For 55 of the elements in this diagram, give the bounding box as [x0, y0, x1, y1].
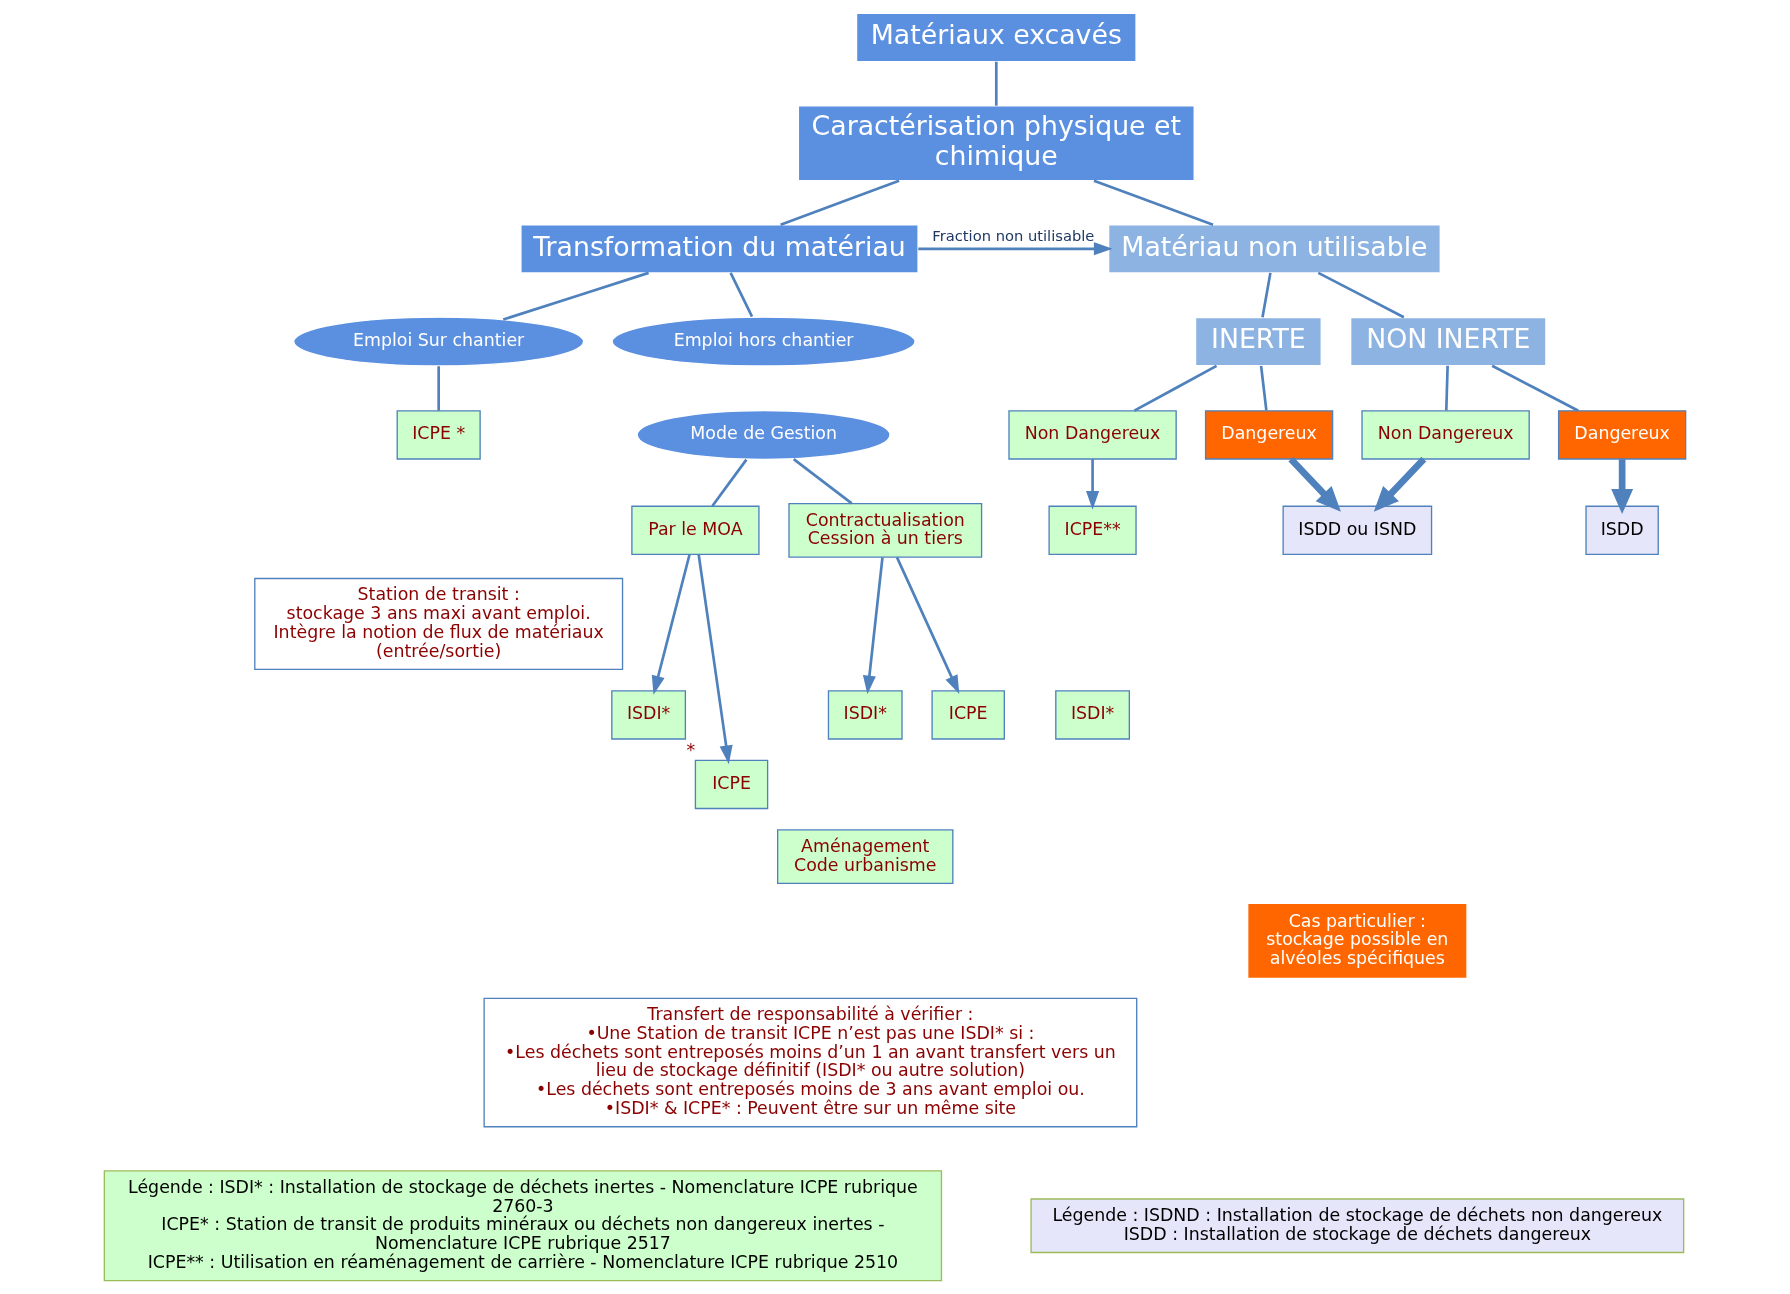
node-box: Contractualisation Cession à un tiers	[788, 502, 983, 558]
arrow	[1086, 459, 1100, 510]
node-box: ICPE**	[1048, 505, 1137, 556]
node-box: Cas particulier : stockage possible en alvéoles spécifiques	[1248, 904, 1467, 978]
node-label: *	[686, 739, 696, 760]
connector	[994, 61, 998, 106]
connector	[780, 179, 900, 226]
connector	[1444, 365, 1449, 411]
node-box: ICPE *	[396, 410, 481, 460]
connector	[1133, 364, 1218, 412]
node-box: Station de transit : stockage 3 ans maxi avant emploi. Intègre la notion de flux de matériaux (entrée/sortie)	[254, 577, 624, 671]
node-box: Non Dangereux	[1008, 410, 1177, 460]
node-box: Aménagement Code urbanisme	[777, 829, 954, 885]
arrow	[1373, 456, 1427, 512]
connector	[711, 458, 748, 507]
arrow	[1288, 456, 1341, 512]
edge-label: Fraction non utilisable	[932, 226, 1095, 244]
node-box: INERTE	[1194, 316, 1322, 367]
connector	[1259, 365, 1268, 411]
node-box: ICPE	[931, 690, 1005, 740]
node-box: ISDI*	[611, 690, 687, 740]
node-box: Légende : ISDI* : Installation de stockage de déchets inertes - Nomenclature ICPE rubrique 2760-3 ICPE* : Station de transit de produits minéraux ou déchets non dangereux inertes - Nomenclature ICPE rubrique 2517 ICPE** : Utilisation en réaménagement de carrière - Nomenclature ICPE rubrique 2510	[103, 1170, 943, 1282]
node-box: Transformation du matériau	[520, 224, 919, 274]
connector	[729, 272, 754, 318]
node-ellipse: Mode de Gestion	[636, 409, 891, 460]
connector	[1261, 272, 1272, 318]
arrow	[651, 554, 691, 695]
node-box: Transfert de responsabilité à vérifier : •Une Station de transit ICPE n’est pas une ISDI* si : •Les déchets sont entreposés moins d’un 1 an avant transfert vers un lieu de stockage définitif (ISDI* ou autre solution) •Les déchets sont entreposés moins de 3 ans avant emploi ou. •ISDI* & ICPE* : Peuvent être sur un même site	[483, 997, 1138, 1128]
node-box: Dangereux	[1204, 410, 1334, 460]
node-ellipse: Emploi hors chantier	[611, 316, 916, 367]
arrow	[862, 557, 884, 695]
node-box: Caractérisation physique et chimique	[797, 105, 1195, 182]
arrow	[1611, 459, 1634, 515]
node-box: Non Dangereux	[1361, 410, 1530, 460]
connector	[1491, 364, 1579, 412]
node-box: ICPE	[694, 759, 769, 810]
node-box: Dangereux	[1557, 410, 1687, 460]
node-box: Légende : ISDND : Installation de stockage de déchets non dangereux ISDD : Installation de stockage de déchets dangereux	[1030, 1198, 1685, 1254]
node-box: Matériaux excavés	[855, 12, 1137, 63]
arrow	[918, 242, 1113, 256]
connector	[1317, 271, 1405, 319]
arrow	[895, 556, 960, 694]
node-box: ISDD ou ISND	[1282, 505, 1433, 556]
connector	[502, 271, 650, 321]
node-box: ISDD	[1585, 505, 1659, 556]
node-box: ISDI*	[1055, 690, 1130, 740]
node-box: Par le MOA	[631, 505, 760, 556]
node-box: NON INERTE	[1350, 316, 1547, 367]
node-box: ISDI*	[827, 690, 903, 740]
connector	[437, 366, 440, 411]
node-box: Matériau non utilisable	[1107, 224, 1441, 274]
connector	[792, 458, 853, 505]
connector	[1093, 179, 1214, 226]
node-ellipse: Emploi Sur chantier	[293, 316, 585, 367]
arrow	[697, 554, 733, 765]
